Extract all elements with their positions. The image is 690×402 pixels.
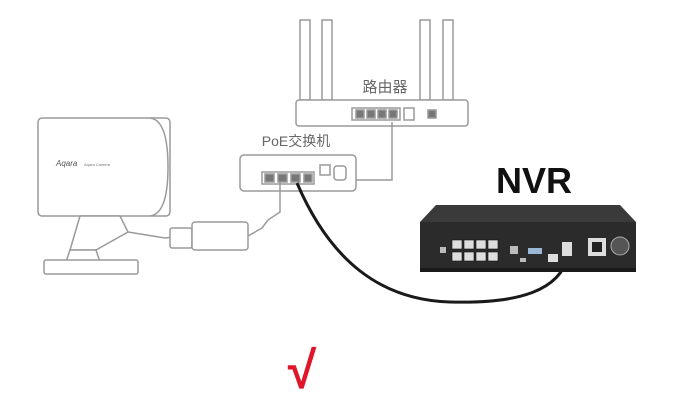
router-antenna-1 xyxy=(299,19,311,101)
nvr-lan-port xyxy=(562,242,572,256)
camera-injector xyxy=(191,221,249,251)
nvr-fan xyxy=(610,236,630,256)
router-antenna-3 xyxy=(419,19,431,101)
nvr-vga-port xyxy=(528,248,542,254)
nvr xyxy=(420,205,636,272)
nvr-poe-ports xyxy=(451,239,499,262)
nvr-top xyxy=(420,205,636,222)
camera xyxy=(37,117,263,275)
router-antenna-2 xyxy=(321,19,333,101)
switch-nvr-cable xyxy=(295,182,570,304)
router-switch-cable xyxy=(350,122,393,181)
camera-base xyxy=(43,259,139,275)
router xyxy=(295,19,469,127)
switch-camera-cable xyxy=(261,182,281,229)
camera-stand-arm xyxy=(68,215,129,251)
nvr-label: NVR xyxy=(496,160,572,201)
poe-switch xyxy=(239,154,357,192)
camera-model-label: Aqara Camera xyxy=(84,162,111,167)
poe-switch-label: PoE交换机 xyxy=(262,133,330,149)
camera-brand-label: Aqara xyxy=(55,159,78,168)
router-antenna-4 xyxy=(442,19,454,101)
poe-switch-ports xyxy=(261,171,315,185)
check-mark: √ xyxy=(288,342,317,400)
router-label: 路由器 xyxy=(362,79,407,96)
